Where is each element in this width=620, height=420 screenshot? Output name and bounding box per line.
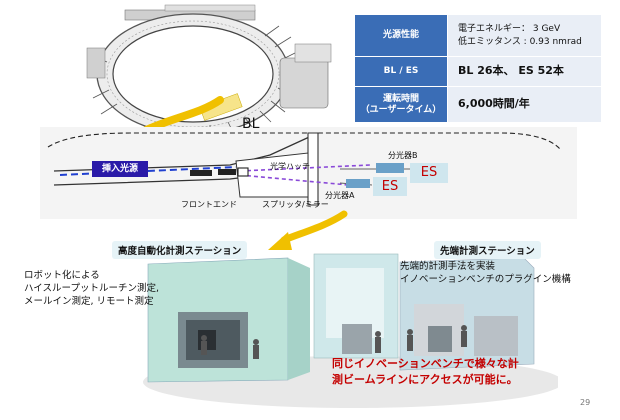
low-emittance-value: 低エミッタンス : 0.93 nmrad	[458, 36, 582, 47]
splitter-mirror-label: スプリッタ/ミラー	[262, 200, 329, 209]
automated-desc-line-3: メールイン測定, リモート測定	[24, 295, 154, 307]
front-end-label: フロントエンド	[181, 200, 237, 209]
storage-ring-diagram	[86, 4, 332, 128]
bl-title: BL	[242, 116, 260, 132]
insertion-source-box: 挿入光源	[92, 161, 148, 177]
automated-desc-line-1: ロボット化による	[24, 270, 100, 281]
end-station-a-label: ES	[381, 179, 399, 194]
spec-value-bl-es: BL 26本、 ES 52本	[447, 56, 602, 87]
electron-energy-value: 電子エネルギー： 3 GeV	[458, 24, 561, 35]
advanced-desc-line-1: 先端的計測手法を実装	[400, 261, 496, 272]
page-number: 29	[580, 398, 591, 407]
spec-header-operation-time: 運転時間 （ユーザータイム）	[354, 86, 448, 123]
advanced-desc-line-2: イノベーションベンチのプラグイン機構	[400, 273, 571, 285]
automated-station-description: ロボット化による ハイスループットルーチン測定, メールイン測定, リモート測定	[24, 270, 159, 308]
monochromator-b-label: 分光器B	[388, 151, 418, 160]
end-station-a: ES	[373, 177, 407, 196]
measurement-stations-illustration	[143, 253, 558, 408]
end-station-b: ES	[410, 163, 448, 183]
innovation-bench-highlight: 同じイノベーションベンチで様々な計 測ビームラインにアクセスが可能に。	[332, 356, 519, 388]
highlight-line-1: 同じイノベーションベンチで様々な計	[332, 357, 519, 370]
zoom-arrow-to-stations	[268, 210, 348, 250]
beamline-schematic	[47, 132, 561, 206]
optics-hutch-label: 光学ハッチ	[270, 162, 310, 171]
advanced-station-title: 先端計測ステーション	[434, 241, 541, 259]
insertion-source-label: 挿入光源	[101, 164, 138, 174]
highlight-line-2: 測ビームラインにアクセスが可能に。	[332, 372, 518, 386]
spec-header-bl-es: BL / ES	[354, 56, 448, 87]
advanced-station-description: 先端的計測手法を実装 イノベーションベンチのプラグイン機構	[400, 261, 571, 287]
user-time-label: （ユーザータイム）	[360, 104, 442, 115]
operation-hours: 6,000時間/年	[458, 97, 530, 111]
automated-desc-line-2: ハイスループットルーチン測定,	[24, 282, 159, 294]
spec-value-performance: 電子エネルギー： 3 GeV 低エミッタンス : 0.93 nmrad	[447, 14, 602, 57]
automated-station-title: 高度自動化計測ステーション	[112, 241, 248, 259]
spec-header-performance: 光源性能	[354, 14, 448, 57]
bl-es-count: BL 26本、 ES 52本	[458, 64, 564, 78]
end-station-b-label: ES	[420, 165, 438, 180]
light-source-spec-table: 光源性能 電子エネルギー： 3 GeV 低エミッタンス : 0.93 nmrad…	[354, 14, 602, 123]
monochromator-a-label: 分光器A	[325, 191, 355, 200]
spec-value-operation-time: 6,000時間/年	[447, 86, 602, 123]
operation-time-label: 運転時間	[382, 93, 419, 104]
